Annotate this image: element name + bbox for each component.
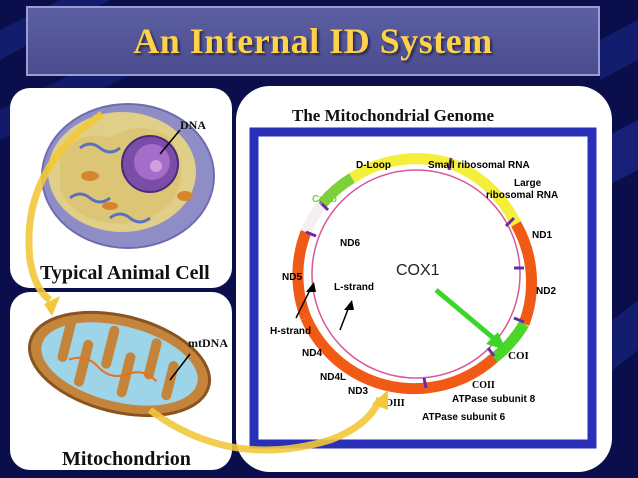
- d-loop-arc: [348, 153, 454, 183]
- co1-label: COI: [508, 350, 529, 362]
- nd1-nd2-arc: [511, 221, 538, 326]
- nd4-label: ND4: [302, 348, 323, 359]
- mitochondrion-caption: Mitochondrion: [62, 448, 191, 470]
- animal-cell-panel: DNA: [10, 88, 232, 288]
- nd1-label: ND1: [532, 230, 553, 241]
- nd5-arc: [292, 229, 312, 321]
- nd6-label: ND6: [340, 238, 361, 249]
- co2-label: COII: [472, 380, 495, 391]
- genome-map: [249, 127, 597, 449]
- slide-title: An Internal ID System: [133, 21, 493, 61]
- atpase6-label: ATPase subunit 6: [422, 412, 506, 423]
- animal-cell-caption: Typical Animal Cell: [40, 262, 210, 284]
- cox1-label: COX1: [396, 262, 440, 279]
- mitochondrion-panel: mtDNA Mitochondrion: [10, 292, 232, 470]
- co1-arc: [490, 321, 529, 363]
- atpase8-label: ATPase subunit 8: [452, 394, 536, 405]
- co2-atp-arc: [425, 353, 498, 394]
- genome-title: The Mitochondrial Genome: [292, 106, 495, 125]
- h-strand-label: H-strand: [270, 326, 312, 337]
- co3-label: COIII: [378, 398, 405, 409]
- mitochondrion-illustration: [27, 310, 212, 418]
- genome-panel: The Mitochondrial Genome: [236, 86, 612, 472]
- large-rrna-label-2: ribosomal RNA: [486, 190, 559, 201]
- nd5-label: ND5: [282, 272, 303, 283]
- d-loop-label: D-Loop: [356, 160, 391, 171]
- nd4l-label: ND4L: [320, 372, 347, 383]
- small-rrna-label: Small ribosomal RNA: [428, 160, 530, 171]
- nd3-label: ND3: [348, 386, 369, 397]
- l-strand-label: L-strand: [334, 282, 374, 293]
- cox1-arrow: [434, 288, 500, 344]
- rrna-arc: [449, 158, 521, 227]
- dna-label: DNA: [180, 118, 206, 132]
- title-bar: An Internal ID System: [26, 6, 600, 76]
- cyt-b-label: Cyt b: [312, 194, 337, 205]
- co3-nd-arc: [300, 315, 427, 395]
- nd6-arc: [300, 200, 327, 235]
- large-rrna-label-1: Large: [514, 178, 542, 189]
- mtdna-label: mtDNA: [188, 336, 228, 350]
- nd2-label: ND2: [536, 286, 557, 297]
